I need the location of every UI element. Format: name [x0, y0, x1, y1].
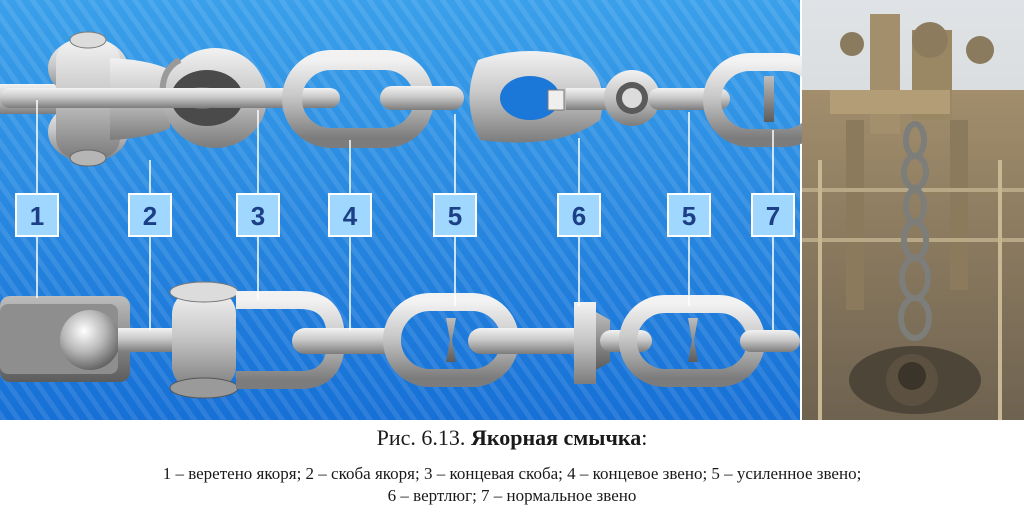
- callout-label: 4: [343, 201, 358, 231]
- diagram-panel: 1 2 3 4 5: [0, 0, 831, 420]
- callout-4: 4: [328, 140, 372, 330]
- callout-label: 7: [766, 201, 780, 231]
- callout-1: 1: [15, 100, 59, 298]
- callout-6: 6: [557, 138, 601, 306]
- callout-label: 6: [572, 201, 586, 231]
- callout-2: 2: [128, 160, 172, 330]
- deck-photo: [802, 0, 1024, 420]
- enlarged-link-top: [469, 51, 603, 143]
- callout-label: 2: [143, 201, 157, 231]
- callout-7: 7: [751, 130, 795, 330]
- callout-label: 3: [251, 201, 265, 231]
- callout-label: 1: [30, 201, 44, 231]
- callout-label: 5: [448, 201, 462, 231]
- swivel-top: [566, 70, 660, 126]
- legend-line-1: 1 – веретено якоря; 2 – скоба якоря; 3 –…: [162, 464, 862, 483]
- figure-number: Рис. 6.13.: [376, 425, 466, 450]
- callout-3: 3: [236, 110, 280, 300]
- top-chain: [0, 31, 831, 167]
- callout-5b: 5: [667, 112, 711, 306]
- legend-line-2: 6 – вертлюг; 7 – нормальное звено: [387, 486, 637, 505]
- figure-title: Рис. 6.13. Якорная смычка:: [0, 425, 1024, 451]
- bottom-chain: [0, 281, 800, 399]
- figure-title-colon: :: [641, 425, 648, 450]
- callout-5: 5: [433, 114, 477, 306]
- callouts: 1 2 3 4 5: [15, 100, 795, 330]
- callout-label: 5: [682, 201, 696, 231]
- figure-title-text: Якорная смычка: [470, 425, 642, 450]
